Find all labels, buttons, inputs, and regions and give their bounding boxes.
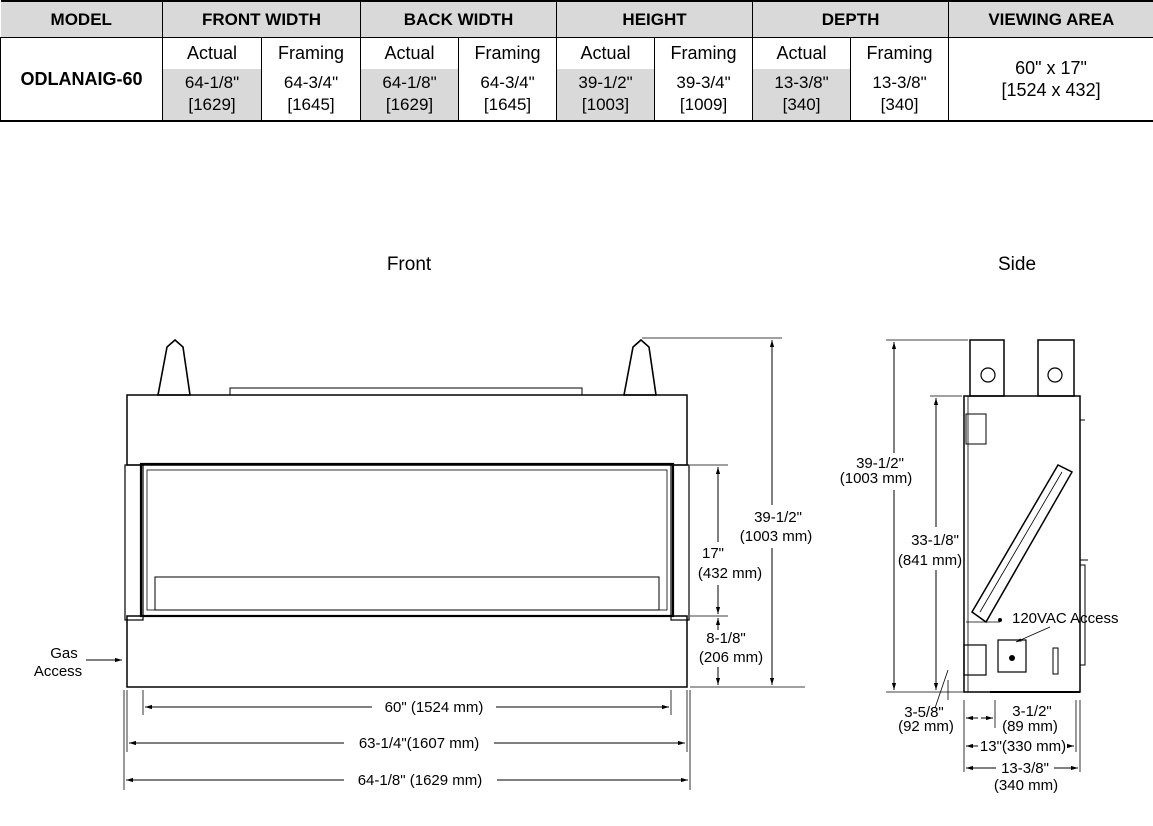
header-viewing-area: VIEWING AREA	[948, 0, 1153, 38]
subheader-actual: Actual	[162, 37, 262, 69]
front-top-rail	[229, 387, 583, 396]
side-body	[963, 395, 1081, 693]
side-dim-body-height-label-1: 33-1/8"	[911, 532, 959, 549]
height-actual-cell: 39-1/2" [1003]	[556, 68, 656, 123]
gas-access-label-1: Gas	[50, 645, 78, 662]
value-inches: 64-1/8"	[382, 73, 437, 93]
value-mm: [1003]	[581, 95, 630, 115]
side-dim-front-offset-leader	[934, 669, 949, 709]
dim-opening-height-label-2: (432 mm)	[698, 565, 762, 582]
header-height: HEIGHT	[556, 0, 754, 38]
value-mm: [340]	[880, 95, 919, 115]
depth-framing-cell: 13-3/8" [340]	[850, 68, 950, 123]
dim-opening-width-label: 60" (1524 mm)	[385, 699, 484, 716]
front-view-title: Front	[387, 254, 432, 275]
front-right-frame	[670, 464, 690, 621]
viewing-area-inches: 60" x 17"	[1015, 58, 1087, 78]
side-glass	[971, 464, 1074, 624]
side-dim-access-offset-label-2: (89 mm)	[1002, 718, 1058, 735]
gas-access-label-2: Access	[34, 663, 82, 680]
value-mm: [1629]	[385, 95, 434, 115]
value-mm: [1645]	[483, 95, 532, 115]
dim-overall-height-label-1: 39-1/2"	[754, 509, 802, 526]
front-left-frame	[124, 464, 144, 621]
subheader-actual: Actual	[752, 37, 852, 69]
height-framing-cell: 39-3/4" [1009]	[654, 68, 754, 123]
back-width-framing-cell: 64-3/4" [1645]	[458, 68, 558, 123]
side-dim-overall-height-label-2: (1003 mm)	[840, 470, 913, 487]
spec-table: MODEL FRONT WIDTH BACK WIDTH HEIGHT DEPT…	[0, 0, 1153, 123]
dim-opening-height-label-1: 17"	[702, 545, 724, 562]
depth-actual-cell: 13-3/8" [340]	[752, 68, 852, 123]
front-width-framing-cell: 64-3/4" [1645]	[260, 68, 362, 123]
value-inches: 64-3/4"	[480, 73, 535, 93]
dim-overall-width-label: 64-1/8" (1629 mm)	[358, 772, 483, 789]
header-model: MODEL	[0, 0, 163, 38]
back-width-actual-cell: 64-1/8" [1629]	[360, 68, 460, 123]
value-inches: 64-3/4"	[283, 73, 339, 93]
dim-overall-height-label-2: (1003 mm)	[740, 528, 813, 545]
value-inches: 13-3/8"	[774, 73, 829, 93]
dim-base-height-label-1: 8-1/8"	[706, 630, 746, 647]
glass-inner	[146, 469, 668, 611]
model-cell: ODLANAIG-60	[0, 37, 163, 122]
dim-inner-width-label: 63-1/4"(1607 mm)	[359, 735, 479, 752]
dimension-drawing: Front Gas Access 60" (1524 mm)	[34, 254, 1119, 794]
value-inches: 64-1/8"	[184, 73, 240, 93]
access-leader	[1015, 626, 1051, 643]
left-standoff	[157, 338, 191, 396]
glass-opening	[139, 462, 675, 618]
header-back-width: BACK WIDTH	[360, 0, 558, 38]
subheader-framing: Framing	[850, 37, 950, 69]
value-inches: 39-3/4"	[676, 73, 731, 93]
side-view-title: Side	[998, 254, 1036, 275]
side-bracket	[965, 413, 987, 445]
front-upper-housing	[126, 394, 688, 466]
side-dim-access-offset-label-1: 3-1/2"	[1012, 703, 1052, 720]
value-mm: [1645]	[287, 95, 335, 115]
value-mm: [1629]	[188, 95, 236, 115]
value-mm: [1009]	[679, 95, 728, 115]
viewing-area-cell: 60" x 17" [1524 x 432]	[948, 37, 1153, 122]
value-inches: 13-3/8"	[872, 73, 927, 93]
side-dim-overall-height-label-1: 39-1/2"	[856, 455, 904, 472]
viewing-area-mm: [1524 x 432]	[1001, 80, 1101, 100]
access-label: 120VAC Access	[1012, 610, 1118, 627]
value-inches: 39-1/2"	[578, 73, 633, 93]
side-dim-front-offset-label-1: 3-5/8"	[904, 704, 944, 721]
front-lower-panel	[126, 615, 688, 688]
header-depth: DEPTH	[752, 0, 950, 38]
side-access-panel	[997, 639, 1027, 673]
side-dim-body-depth-label: 13"(330 mm)	[980, 738, 1066, 755]
side-view: Side 39-1/2" (1003 mm) 3	[840, 254, 1119, 794]
side-dim-front-offset-label-2: (92 mm)	[898, 718, 954, 735]
burner-tray	[154, 576, 660, 611]
front-view: Front Gas Access 60" (1524 mm)	[34, 254, 812, 790]
side-dim-body-height-label-2: (841 mm)	[898, 552, 962, 569]
side-dim-overall-depth-label-2: (340 mm)	[994, 777, 1058, 794]
value-mm: [340]	[782, 95, 821, 115]
side-junction-box	[963, 644, 987, 676]
subheader-actual: Actual	[360, 37, 460, 69]
subheader-framing: Framing	[458, 37, 558, 69]
subheader-framing: Framing	[654, 37, 754, 69]
front-width-actual-cell: 64-1/8" [1629]	[162, 68, 262, 123]
header-front-width: FRONT WIDTH	[161, 0, 362, 38]
dim-base-height-label-2: (206 mm)	[699, 649, 763, 666]
side-dim-overall-depth-label-1: 13-3/8"	[1001, 760, 1049, 777]
subheader-actual: Actual	[556, 37, 656, 69]
right-standoff	[623, 338, 657, 396]
subheader-framing: Framing	[260, 37, 362, 69]
